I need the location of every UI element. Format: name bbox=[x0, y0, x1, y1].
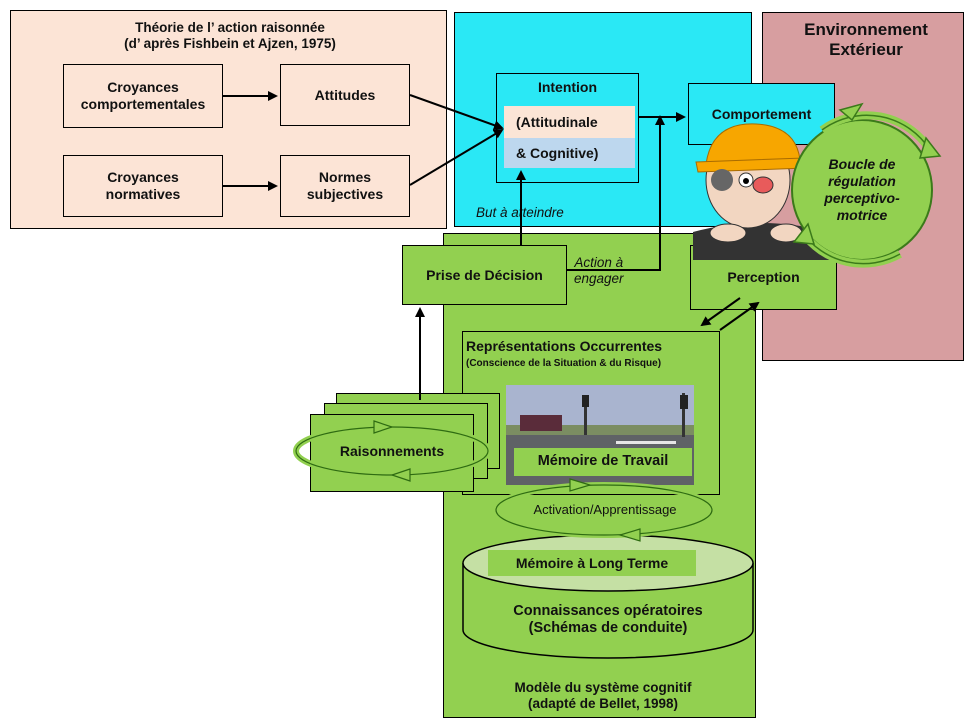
modele-title: Modèle du système cognitif (adapté de Be… bbox=[514, 679, 692, 711]
activation-label: Activation/Apprentissage bbox=[533, 502, 677, 518]
representations-title: Représentations Occurrentes bbox=[466, 337, 663, 354]
croyances-comportementales-box: Croyances comportementales bbox=[63, 64, 223, 128]
croyances-normatives-box: Croyances normatives bbox=[63, 155, 223, 217]
but-a-atteindre-label: But à atteindre bbox=[476, 204, 564, 220]
raisonnements-label: Raisonnements bbox=[339, 442, 445, 459]
action-a-engager-label: Action à engager bbox=[574, 254, 624, 286]
intention-title: Intention bbox=[537, 78, 598, 95]
attitudes-box: Attitudes bbox=[280, 64, 410, 126]
intention-cognitive: & Cognitive) bbox=[504, 138, 635, 168]
representations-subtitle: (Conscience de la Situation & du Risque) bbox=[466, 358, 662, 369]
connaissances-label: Connaissances opératoires (Schémas de co… bbox=[513, 602, 703, 636]
memoire-long-terme-label: Mémoire à Long Terme bbox=[488, 550, 696, 576]
environment-title: Environnement Extérieur bbox=[804, 19, 928, 59]
intention-attitudinale: (Attitudinale bbox=[504, 106, 635, 138]
normes-subjectives-box: Normes subjectives bbox=[280, 155, 410, 217]
tra-title: Théorie de l’ action raisonnée (d’ après… bbox=[124, 19, 336, 51]
boucle-label: Boucle de régulation perceptivo- motrice bbox=[824, 156, 900, 223]
prise-de-decision-box: Prise de Décision bbox=[402, 245, 567, 305]
memoire-de-travail-label: Mémoire de Travail bbox=[514, 448, 692, 476]
